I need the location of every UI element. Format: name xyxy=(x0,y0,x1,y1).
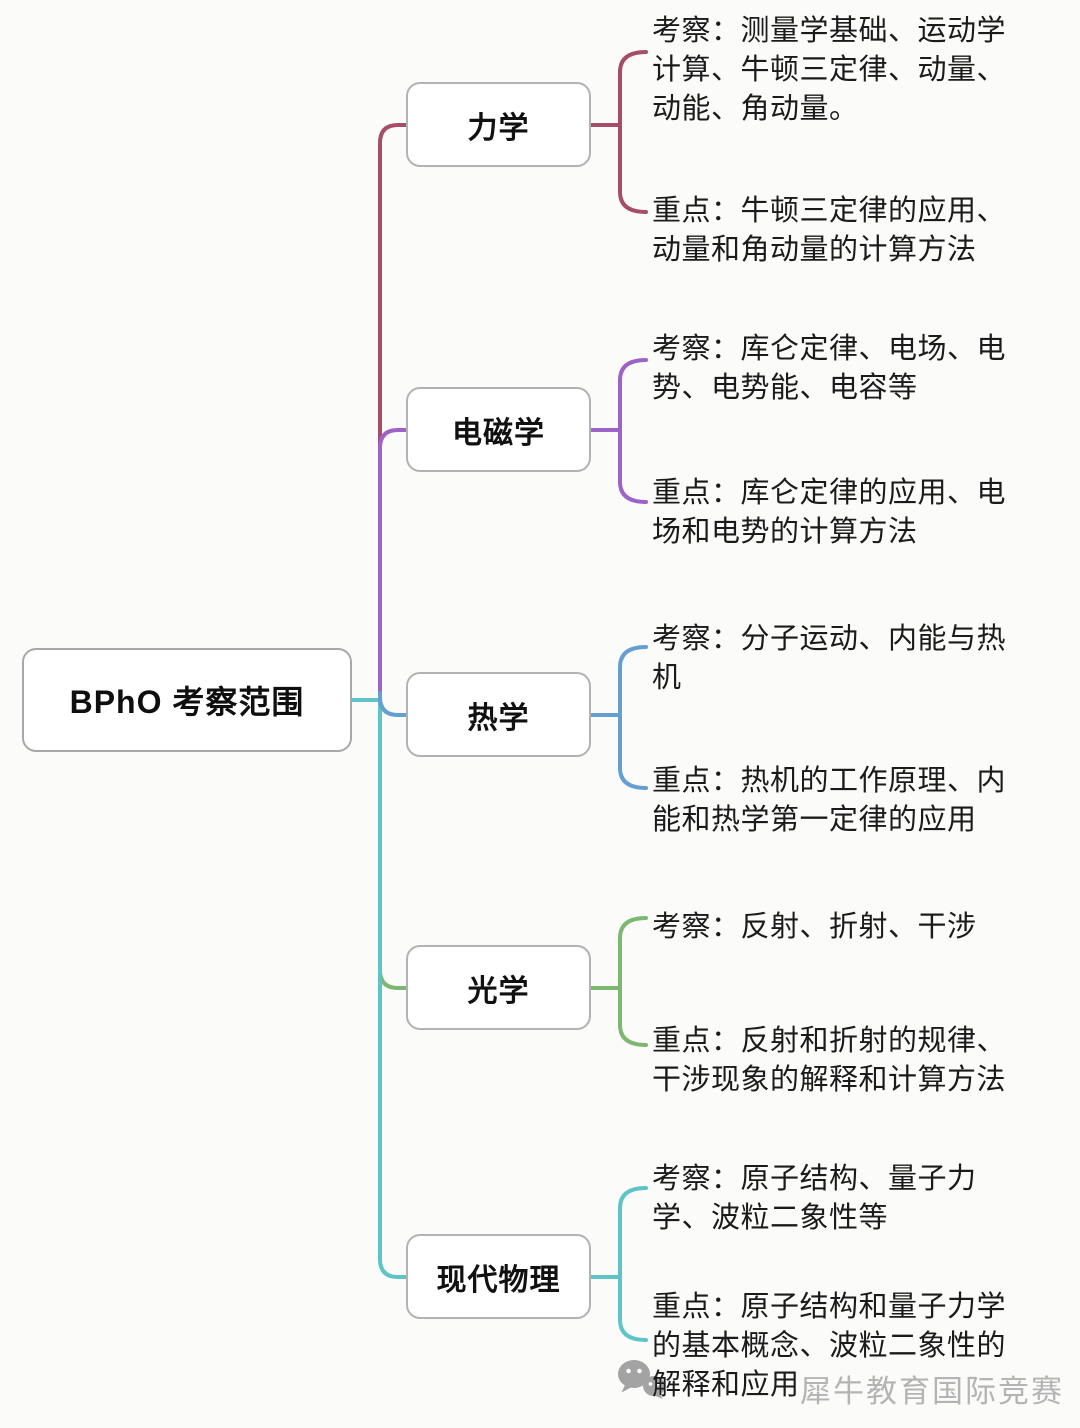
leaf-modern-physics-key-points[interactable]: 重点：原子结构和量子力学 的基本概念、波粒二象性的 解释和应用 xyxy=(652,1291,1007,1401)
topic-label-optics: 光学 xyxy=(467,974,530,1008)
wechat-icon xyxy=(616,1358,666,1405)
connector-root-thermodynamics xyxy=(378,691,408,717)
bracket-mechanics xyxy=(618,50,648,214)
topic-label-electromagnetism: 电磁学 xyxy=(452,416,545,450)
bracket-thermodynamics xyxy=(618,645,648,790)
leaf-mechanics-key-points[interactable]: 重点：牛顿三定律的应用、 动量和角动量的计算方法 xyxy=(652,195,1007,266)
root-node[interactable]: BPhO 考察范围 xyxy=(22,648,352,752)
bracket-optics xyxy=(618,916,648,1047)
connector-root-electromagnetism xyxy=(378,428,408,702)
topic-label-modern-physics: 现代物理 xyxy=(436,1263,561,1297)
topic-node-modern-physics[interactable]: 现代物理 xyxy=(406,1234,591,1319)
topic-node-electromagnetism[interactable]: 电磁学 xyxy=(406,387,591,472)
topic-label-thermodynamics: 热学 xyxy=(467,701,530,735)
topic-node-mechanics[interactable]: 力学 xyxy=(406,82,591,167)
topic-node-optics[interactable]: 光学 xyxy=(406,945,591,1030)
topic-label-mechanics: 力学 xyxy=(467,111,530,145)
leaf-modern-physics-exam[interactable]: 考察：原子结构、量子力 学、波粒二象性等 xyxy=(652,1163,977,1234)
connector-root-modern-physics xyxy=(378,698,408,1279)
bracket-modern-physics xyxy=(618,1186,648,1342)
leaf-optics-exam[interactable]: 考察：反射、折射、干涉 xyxy=(652,911,977,943)
bracket-electromagnetism xyxy=(618,358,648,504)
leaf-electromagnetism-key-points[interactable]: 重点：库仑定律的应用、电 场和电势的计算方法 xyxy=(652,477,1007,548)
leaf-mechanics-exam[interactable]: 考察：测量学基础、运动学 计算、牛顿三定律、动量、 动能、角动量。 xyxy=(652,15,1007,125)
connector-root-optics xyxy=(378,698,408,990)
topic-node-thermodynamics[interactable]: 热学 xyxy=(406,672,591,757)
leaf-thermodynamics-exam[interactable]: 考察：分子运动、内能与热 机 xyxy=(652,623,1007,694)
leaf-thermodynamics-key-points[interactable]: 重点：热机的工作原理、内 能和热学第一定律的应用 xyxy=(652,765,1007,836)
root-node-label: BPhO 考察范围 xyxy=(69,684,305,720)
watermark-text: 犀牛教育国际竞赛 xyxy=(800,1374,1064,1409)
leaf-optics-key-points[interactable]: 重点：反射和折射的规律、 干涉现象的解释和计算方法 xyxy=(652,1025,1007,1096)
connector-root-mechanics xyxy=(378,123,408,702)
leaf-electromagnetism-exam[interactable]: 考察：库仑定律、电场、电 势、电势能、电容等 xyxy=(652,333,1007,404)
